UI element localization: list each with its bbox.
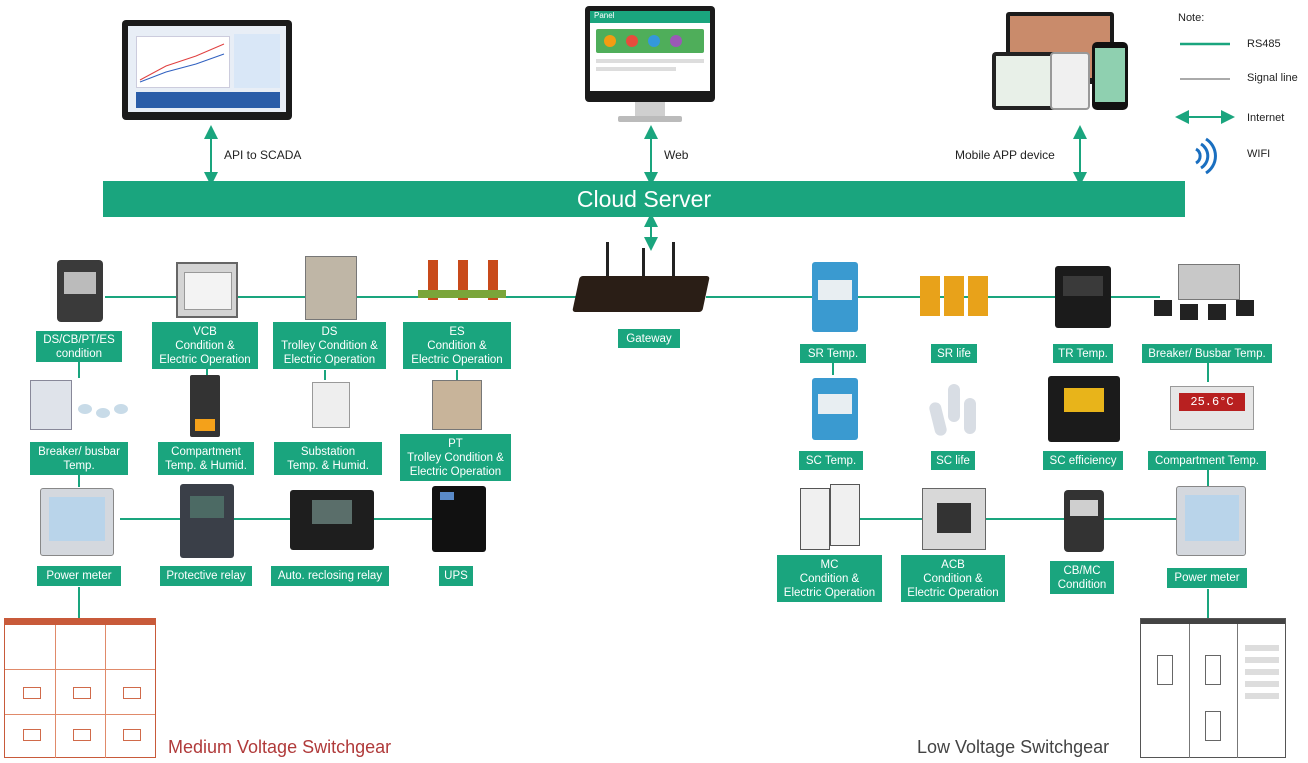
sc-efficiency-device	[1048, 376, 1120, 442]
label-sc-efficiency: SC efficiency	[1043, 451, 1123, 470]
note-internet: Internet	[1247, 112, 1285, 124]
label-power-meter-lv: Power meter	[1167, 568, 1247, 588]
note-wifi: WIFI	[1247, 148, 1271, 160]
sc-life-device	[928, 378, 978, 444]
mobile-label: Mobile APP device	[955, 148, 1055, 162]
mv-caption: Medium Voltage Switchgear	[168, 737, 392, 757]
note-signal: Signal line	[1247, 72, 1298, 84]
web-monitor-stand	[635, 102, 665, 116]
scada-monitor	[122, 20, 292, 120]
label-mc: MC Condition & Electric Operation	[777, 555, 882, 602]
label-ds-condition: DS/CB/PT/ES condition	[36, 331, 122, 362]
label-substation: Substation Temp. & Humid.	[274, 442, 382, 475]
breaker-busbar-lv-device	[1150, 264, 1266, 330]
power-meter-mv-device	[40, 488, 114, 556]
label-pt: PT Trolley Condition & Electric Operatio…	[400, 434, 511, 481]
web-label: Web	[664, 148, 689, 162]
label-compartment-temp-lv: Compartment Temp.	[1148, 451, 1266, 470]
label-vcb: VCB Condition & Electric Operation	[152, 322, 258, 369]
temp-readout: 25.6°C	[1179, 393, 1245, 411]
label-power-meter-mv: Power meter	[37, 566, 121, 586]
label-acb: ACB Condition & Electric Operation	[901, 555, 1005, 602]
gateway-label: Gateway	[618, 329, 680, 348]
sc-temp-device	[812, 378, 858, 440]
ds-condition-device	[57, 260, 103, 322]
compartment-temp-lv-device: 25.6°C	[1170, 386, 1254, 430]
label-ups: UPS	[439, 566, 473, 586]
label-sc-life: SC life	[931, 451, 975, 470]
es-device	[418, 260, 506, 310]
mobile-devices	[992, 12, 1132, 112]
label-protective-relay: Protective relay	[160, 566, 252, 586]
sr-temp-device	[812, 262, 858, 332]
pt-device	[432, 380, 482, 430]
breaker-temp-device	[30, 380, 134, 430]
web-monitor-base	[618, 116, 682, 122]
ds-trolley-device	[305, 256, 357, 320]
compartment-sensor-device	[190, 375, 220, 437]
power-meter-lv-device	[1176, 486, 1246, 556]
lv-switchgear-drawing	[1140, 618, 1286, 758]
label-auto-reclosing: Auto. reclosing relay	[271, 566, 389, 586]
label-es: ES Condition & Electric Operation	[403, 322, 511, 369]
label-compartment: Compartment Temp. & Humid.	[158, 442, 254, 475]
api-label: API to SCADA	[224, 148, 302, 162]
web-monitor: Panel	[585, 6, 715, 102]
label-cbmc: CB/MC Condition	[1050, 561, 1114, 594]
gateway-router	[572, 242, 710, 320]
sr-life-device	[920, 268, 992, 324]
label-breaker-busbar-temp: Breaker/ busbar Temp.	[30, 442, 128, 475]
cbmc-device	[1064, 490, 1104, 552]
acb-device	[922, 488, 986, 550]
label-breaker-busbar-lv: Breaker/ Busbar Temp.	[1142, 344, 1272, 363]
mv-switchgear-drawing	[4, 618, 156, 758]
protective-relay-device	[180, 484, 234, 558]
note-rs485: RS485	[1247, 38, 1281, 50]
web-screen-title: Panel	[594, 11, 615, 20]
auto-reclosing-relay-device	[290, 490, 374, 550]
label-sr-life: SR life	[931, 344, 977, 363]
tr-temp-device	[1055, 266, 1111, 328]
note-title: Note:	[1178, 12, 1205, 24]
lv-caption: Low Voltage Switchgear	[917, 737, 1110, 757]
ups-device	[432, 486, 486, 552]
cloud-server-bar: Cloud Server	[103, 181, 1185, 217]
label-sr-temp: SR Temp.	[800, 344, 866, 363]
label-tr-temp: TR Temp.	[1053, 344, 1113, 363]
label-sc-temp: SC Temp.	[799, 451, 863, 470]
vcb-device	[176, 262, 238, 318]
label-ds: DS Trolley Condition & Electric Operatio…	[273, 322, 386, 369]
wifi-icon	[1195, 137, 1217, 175]
mc-device	[800, 484, 860, 552]
substation-sensor-device	[312, 382, 350, 428]
